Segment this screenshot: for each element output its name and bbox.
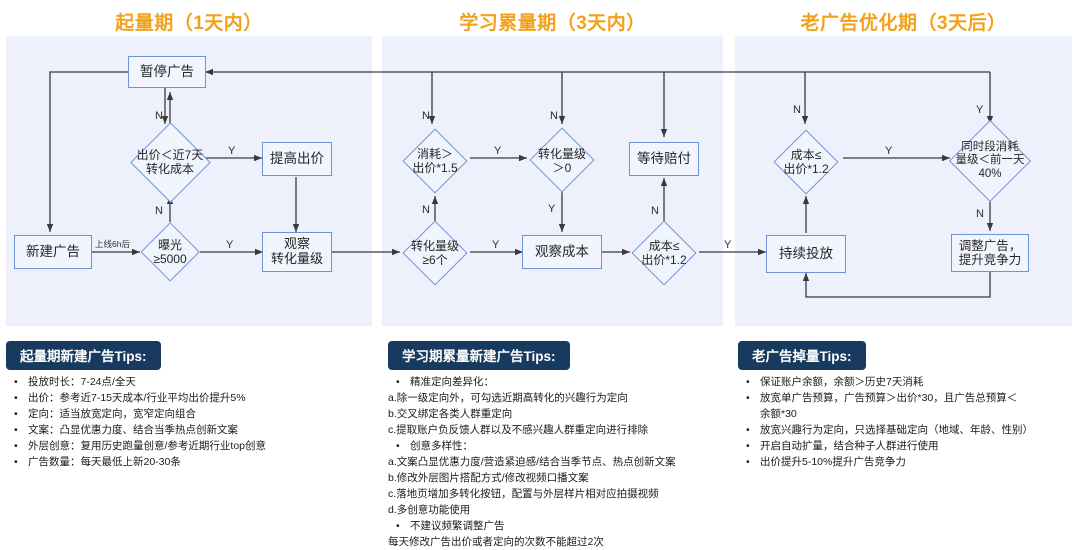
tips-item: c.落地页增加多转化按钮，配置与外层样片相对应拍摄视频 (388, 487, 659, 500)
tips-item: b.修改外层图片搭配方式/修改视频口播文案 (388, 471, 589, 484)
tips-list-startup: 投放时长：7-24点/全天 出价：参考近7-15天成本/行业平均出价提升5% 定… (6, 375, 376, 471)
tips-item: a.除一级定向外，可勾选近期高转化的兴趣行为定向 (388, 391, 628, 404)
tips-item: 文案：凸显优惠力度、结合当季热点创新文案 (6, 423, 376, 439)
tips-item: 保证账户余额，余额＞历史7天消耗 (738, 375, 1074, 391)
tips-list-mature: 保证账户余额，余额＞历史7天消耗 放宽单广告预算，广告预算＞出价*30，且广告总… (738, 375, 1074, 471)
edge-label-after-6h: 上线6h后 (95, 239, 130, 249)
tips-badge-learning: 学习期累量新建广告Tips: (388, 341, 570, 370)
edge-label-exposure-y: Y (226, 239, 234, 251)
tips-badge-mature: 老广告掉量Tips: (738, 341, 866, 370)
edge-label-p3-slot-y: Y (976, 104, 984, 116)
node-raise-bid[interactable]: 提高出价 (262, 142, 332, 176)
phase-title-learning: 学习累量期（3天内） (459, 13, 646, 34)
tips-block-learning: 学习期累量新建广告Tips: 精准定向差异化： a.除一级定向外，可勾选近期高转… (388, 341, 736, 550)
tips-item: 每天修改广告出价或者定向的次数不能超过2次 (388, 535, 604, 548)
tips-item: 创意多样性： (388, 439, 736, 455)
edge-label-exposure-n: N (155, 205, 163, 217)
tips-item: 不建议频繁调整广告 (388, 519, 736, 535)
node-new-ad[interactable]: 新建广告 (14, 235, 92, 269)
tips-item: c.提取账户负反馈人群以及不感兴趣人群重定向进行排除 (388, 423, 649, 436)
tips-item: 广告数量：每天最低上新20-30条 (6, 455, 376, 471)
edge-label-conv0-y: Y (548, 203, 556, 215)
edge-label-spend-y: Y (494, 145, 502, 157)
tips-item: 精准定向差异化： (388, 375, 736, 391)
tips-item: a.文案凸显优惠力度/营造紧迫感/结合当季节点、热点创新文案 (388, 455, 676, 468)
node-observe-cost[interactable]: 观察成本 (522, 235, 602, 269)
edge-label-cost-y: Y (724, 239, 732, 251)
tips-item: 出价：参考近7-15天成本/行业平均出价提升5% (6, 391, 376, 407)
node-pause-ad[interactable]: 暂停广告 (128, 56, 206, 88)
node-observe-conversion[interactable]: 观察 转化量级 (262, 232, 332, 272)
phase-title-startup: 起量期（1天内） (115, 13, 263, 34)
decision-conv-level-6-label: 转化量级 ≥6个 (410, 238, 459, 267)
tips-block-mature: 老广告掉量Tips: 保证账户余额，余额＞历史7天消耗 放宽单广告预算，广告预算… (738, 341, 1074, 471)
tips-item: 放宽兴趣行为定向，只选择基础定向（地域、年龄、性别） (738, 423, 1074, 439)
tips-list-learning: 精准定向差异化： a.除一级定向外，可勾选近期高转化的兴趣行为定向 b.交叉绑定… (388, 375, 736, 550)
decision-cost-le-bid-p3-label: 成本≤ 出价*1.2 (783, 147, 829, 176)
node-adjust-ad[interactable]: 调整广告， 提升竞争力 (951, 234, 1029, 272)
decision-exposure-label: 曝光 ≥5000 (153, 237, 187, 266)
edge-label-conv6-n: N (422, 204, 430, 216)
tips-item: 外层创意：复用历史跑量创意/参考近期行业top创意 (6, 439, 376, 455)
edge-label-conv6-y: Y (492, 239, 500, 251)
decision-conv-gt-zero-label: 转化量级 ＞0 (537, 146, 586, 175)
tips-item: d.多创意功能使用 (388, 503, 471, 516)
edge-label-p3-cost-n: N (793, 104, 801, 116)
tips-block-startup: 起量期新建广告Tips: 投放时长：7-24点/全天 出价：参考近7-15天成本… (6, 341, 376, 471)
edge-label-bid-n: N (155, 110, 163, 122)
tips-item: 投放时长：7-24点/全天 (6, 375, 376, 391)
edge-label-cost-n: N (651, 205, 659, 217)
decision-spend-vs-bid-label: 消耗＞ 出价*1.5 (412, 146, 458, 175)
decision-same-timeslot-spend-label: 同时段消耗 量级＜前一天 40% (955, 140, 1025, 180)
phase-title-mature: 老广告优化期（3天后） (800, 13, 1007, 34)
edge-label-conv0-n: N (550, 110, 558, 122)
node-keep-running[interactable]: 持续投放 (766, 235, 846, 273)
decision-bid-vs-cost-label: 出价＜近7天 转化成本 (136, 147, 204, 176)
tips-badge-startup: 起量期新建广告Tips: (6, 341, 161, 370)
node-wait-compensation[interactable]: 等待赔付 (629, 142, 699, 176)
tips-item: 定向：适当放宽定向，宽窄定向组合 (6, 407, 376, 423)
tips-item: 放宽单广告预算，广告预算＞出价*30，且广告总预算＜ 余额*30 (738, 391, 1074, 423)
edge-label-spend-n: N (422, 110, 430, 122)
tips-item: b.交叉绑定各类人群重定向 (388, 407, 513, 420)
decision-cost-le-bid-p2-label: 成本≤ 出价*1.2 (641, 238, 687, 267)
flowchart-stage: 起量期（1天内） 学习累量期（3天内） 老广告优化期（3天后） (0, 0, 1080, 534)
edge-label-p3-slot-n: N (976, 208, 984, 220)
edge-label-p3-cost-y: Y (885, 145, 893, 157)
tips-item: 开启自动扩量，结合种子人群进行使用 (738, 439, 1074, 455)
edge-label-bid-y: Y (228, 145, 236, 157)
tips-item: 出价提升5-10%提升广告竞争力 (738, 455, 1074, 471)
